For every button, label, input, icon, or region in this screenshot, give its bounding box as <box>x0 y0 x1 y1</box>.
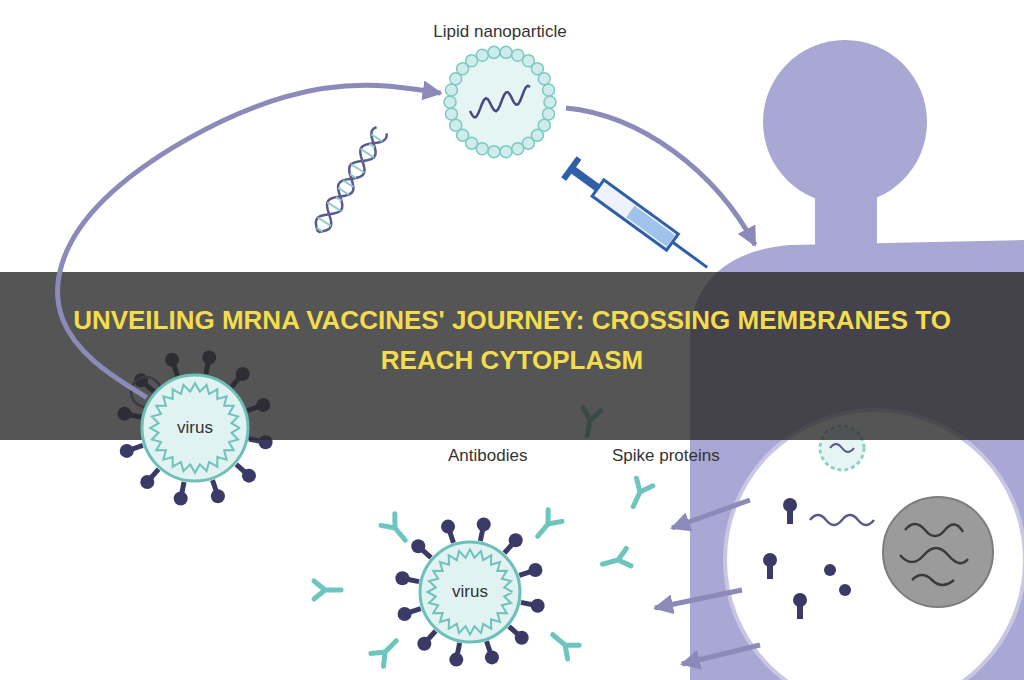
lipid-bead <box>543 84 555 96</box>
nanoparticle-core <box>450 52 550 152</box>
spike-head <box>211 489 225 503</box>
strand-rung <box>371 134 382 141</box>
strand-rung <box>361 160 363 162</box>
release-arrow <box>655 590 742 608</box>
virus-envelope <box>420 542 520 642</box>
strand-rung <box>336 197 342 201</box>
spike-head <box>515 631 529 645</box>
lipid-bead <box>500 146 512 158</box>
nanoparticle-node: Lipid nanoparticle <box>427 22 572 160</box>
virus-node: virus <box>140 373 250 483</box>
spike-protein-group <box>763 498 851 619</box>
strand-rung <box>350 174 356 178</box>
spike-set <box>395 517 544 666</box>
strand-rung <box>369 144 374 147</box>
spike-head <box>242 469 256 483</box>
lipid-bead <box>512 143 524 155</box>
strand-rung <box>351 164 364 172</box>
title: UNVEILING MRNA VACCINES' JOURNEY: CROSSI… <box>52 300 972 380</box>
nucleus <box>883 497 993 607</box>
lipid-bead <box>543 108 555 120</box>
strand-rung <box>361 149 374 157</box>
antibody <box>381 514 412 546</box>
lipid-bead <box>445 108 457 120</box>
lipid-bead <box>450 119 462 131</box>
spike-head <box>417 637 431 651</box>
spike-head <box>398 607 412 621</box>
strand-rung <box>318 218 331 226</box>
release-arrow <box>672 500 750 528</box>
virus-label: virus <box>177 418 213 438</box>
antibody <box>600 548 631 572</box>
strand-rung <box>327 202 340 210</box>
spike-head <box>140 475 154 489</box>
strand-line <box>311 126 388 236</box>
strand-line <box>311 126 388 236</box>
spike-head <box>174 492 188 506</box>
mrna-strand <box>311 126 388 236</box>
antibody <box>531 510 562 542</box>
spike-head <box>509 533 523 547</box>
antibody <box>371 634 403 666</box>
cell <box>725 410 1024 680</box>
lipid-bead <box>538 73 550 85</box>
spike-head <box>449 653 463 667</box>
lipid-bead <box>488 46 500 58</box>
release-arrow <box>682 645 760 664</box>
nanoparticle-label: Lipid nanoparticle <box>427 22 572 42</box>
lipid-bead <box>500 46 512 58</box>
spike-head <box>441 520 455 534</box>
illustration-label: Spike proteins <box>612 446 720 466</box>
mrna-strand-cell <box>810 515 874 525</box>
spike-head <box>395 571 409 585</box>
virus-genome <box>150 383 239 472</box>
virus-label: virus <box>452 582 488 602</box>
lipid-bead <box>476 49 488 61</box>
antibody <box>625 478 653 510</box>
strand-rung <box>343 180 353 187</box>
strand-rung <box>328 213 330 215</box>
spike-head <box>411 539 425 553</box>
spike-head <box>120 444 134 458</box>
spike-head <box>485 650 499 664</box>
virus-node: virus <box>418 540 522 644</box>
lipid-bead <box>544 96 556 108</box>
antibody <box>547 628 579 659</box>
chromatin <box>900 524 968 585</box>
mrna-cargo <box>470 86 530 118</box>
person-head <box>763 40 927 204</box>
spike-head <box>477 517 491 531</box>
spike-head <box>528 563 542 577</box>
nanoparticle-shape <box>442 44 558 160</box>
strand-rung <box>338 188 349 195</box>
lipid-bead <box>445 84 457 96</box>
strand-rung <box>317 228 323 232</box>
lipid-bead <box>444 96 456 108</box>
virus-envelope <box>142 375 248 481</box>
mrna-in-cell <box>830 444 854 452</box>
illustration-label: Antibodies <box>448 446 527 466</box>
syringe <box>561 156 715 278</box>
spike-head <box>531 599 545 613</box>
lipid-bead <box>488 146 500 158</box>
virus-genome <box>428 550 513 635</box>
antibody <box>314 581 341 599</box>
antibody-group <box>314 408 653 667</box>
